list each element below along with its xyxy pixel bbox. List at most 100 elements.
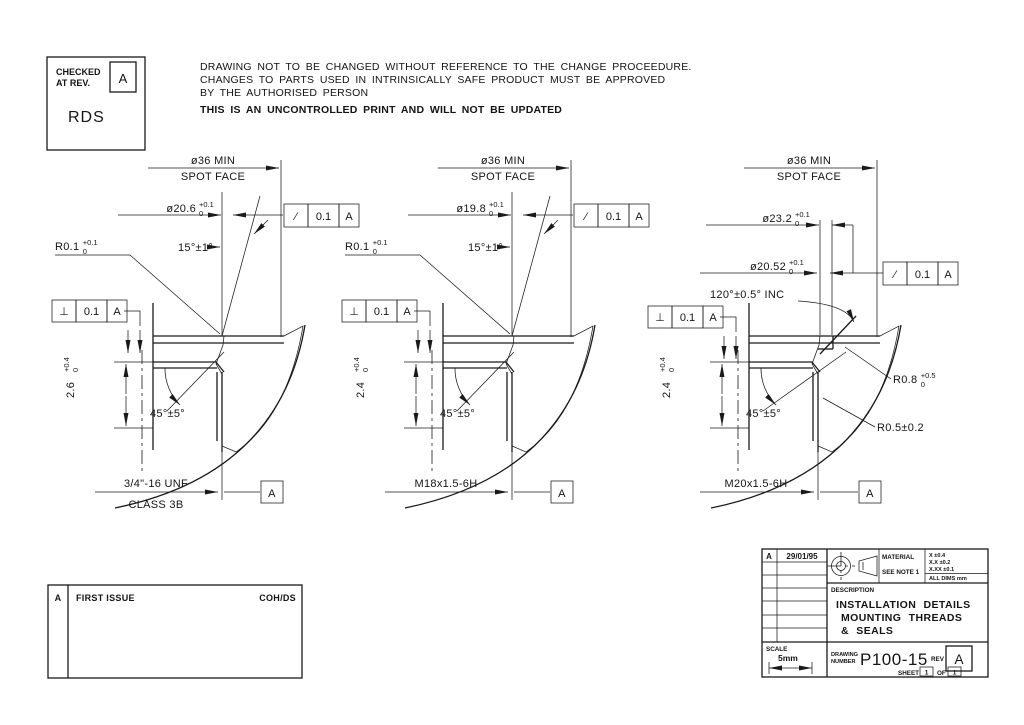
spotface-dia-label: ø36 MIN	[481, 155, 525, 167]
depth-value: 2.4	[661, 382, 673, 398]
hatch-region	[215, 325, 304, 453]
taper-angle-label: 15°±1°	[468, 242, 503, 254]
note-line-1: DRAWING NOT TO BE CHANGED WITHOUT REFERE…	[200, 61, 692, 73]
countersink-line	[819, 315, 857, 355]
datum-a-box-letter: A	[558, 488, 566, 500]
chamfer-leader	[166, 351, 225, 412]
datum-a-box-frame	[260, 480, 284, 504]
tolerance-units: ALL DIMS mm	[929, 576, 967, 582]
first-angle-projection-icon	[827, 552, 878, 580]
material-label: MATERIAL	[882, 554, 914, 561]
description-line-2: MOUNTING THREADS	[841, 612, 962, 624]
fcf-parallelism-text-0: ∕	[292, 211, 299, 223]
fcf-parallelism-text-2: A	[345, 211, 353, 223]
csk-dia-label-tol-minus: 0	[789, 267, 793, 276]
corner-radius-label: R0.1+0.10	[345, 238, 388, 256]
rev-history-letter: A	[766, 552, 772, 561]
spotface-label: SPOT FACE	[181, 171, 245, 183]
counterbore-dia-label-tol-minus: 0	[795, 219, 799, 228]
datum-a-box-frame	[550, 480, 574, 504]
fcf-parallelism-cell	[628, 203, 650, 228]
included-angle-leader	[797, 300, 855, 323]
corner-radius-label: R0.1+0.10	[55, 238, 98, 256]
gland-radius-leader	[844, 346, 892, 380]
chamfer-angle-label: 45°±5°	[440, 408, 475, 420]
fcf-perpendicularity-text-1: 0.1	[374, 306, 389, 318]
tolerance-xxx: X.XX ±0.1	[929, 567, 954, 573]
scale-label: SCALE	[766, 646, 787, 653]
chamfer-angle-label: 45°±5°	[746, 408, 781, 420]
rev-label: REV	[931, 656, 945, 663]
spotface-dia-label: ø36 MIN	[787, 155, 831, 167]
depth-value: 2.4	[355, 382, 367, 398]
fcf-parallelism-text-2: A	[944, 269, 952, 281]
seal-dia-label: ø20.6+0.10	[166, 200, 213, 218]
chamfer-line	[215, 361, 225, 373]
description-label: DESCRIPTION	[831, 587, 874, 594]
depth-tol-minus: 0	[667, 368, 676, 372]
checked-rev-value: A	[119, 71, 128, 86]
fcf-perpendicularity-text-0: ⊥	[349, 306, 359, 318]
scale-bar-icon	[768, 662, 813, 674]
taper-angle-label: 15°±1°	[178, 242, 213, 254]
corner-radius-label-value: R0.1	[345, 241, 369, 253]
datum-a-box: A	[260, 480, 284, 504]
note-line-2: CHANGES TO PARTS USED IN INTRINSICALLY S…	[200, 74, 666, 86]
note-line-3: BY THE AUTHORISED PERSON	[200, 87, 368, 99]
gland-radius-label-tol-plus: +0.5	[921, 371, 936, 380]
datum-a-box: A	[550, 480, 574, 504]
thread-spec-label: M18x1.5-6H	[415, 478, 478, 490]
spotface-label: SPOT FACE	[777, 171, 841, 183]
chamfer-angle-arc	[454, 367, 471, 406]
radius-leader	[419, 254, 511, 335]
revision-initials: COH/DS	[259, 593, 296, 603]
corner-radius-label-tol-plus: +0.1	[83, 238, 98, 247]
chamfer-line	[505, 361, 515, 373]
fcf-parallelism-cell	[937, 261, 959, 286]
counterbore-dia-label: ø23.2+0.10	[762, 210, 809, 228]
datum-a-box: A	[858, 480, 882, 504]
datum-a-box-letter: A	[268, 488, 276, 500]
tolerance-block: X ±0.4 X.X ±0.2 X.XX ±0.1 ALL DIMS mm	[925, 553, 988, 582]
rev-value: A	[954, 652, 963, 667]
fcf-perp-leader	[720, 316, 737, 332]
seal-dia-label-tol-plus: +0.1	[199, 200, 214, 209]
depth-tol-plus: +0.4	[62, 357, 71, 372]
csk-radius-label: R0.5±0.2	[877, 422, 924, 434]
counterbore-dia-label-tol-plus: +0.1	[795, 210, 810, 219]
chamfer-angle-arc	[760, 367, 777, 406]
fcf-parallelism-text-0: ∕	[891, 269, 898, 281]
drawing-number-label-2: NUMBER	[831, 659, 856, 665]
taper-slant-line	[511, 195, 551, 337]
chamfer-angle-arc	[164, 367, 181, 406]
scale-value: 5mm	[778, 653, 798, 663]
fcf-perpendicularity-text-0: ⊥	[655, 312, 665, 324]
seal-dia-label: ø19.8+0.10	[456, 200, 503, 218]
thread-spec-label: M20x1.5-6H	[725, 478, 788, 490]
rev-history-date: 29/01/95	[786, 552, 818, 561]
corner-radius-label-tol-minus: 0	[373, 247, 377, 256]
fcf-perpendicularity-text-1: 0.1	[680, 312, 695, 324]
drawing-number-label-1: DRAWING	[831, 652, 858, 658]
chamfer-angle-label: 45°±5°	[150, 408, 185, 420]
hatch-region	[811, 325, 900, 453]
checked-by-initials: RDS	[68, 109, 105, 126]
taper-pointer-arrow	[253, 219, 269, 235]
chamfer-leader	[762, 351, 847, 412]
counterbore-dia-label-value: ø23.2	[762, 213, 792, 225]
title-block: A 29/01/95 MATERIAL SEE NOTE 1 X ±0.4 X.…	[761, 548, 989, 678]
depth-tol-plus: +0.4	[658, 357, 667, 372]
chamfer-leader	[456, 351, 515, 412]
seal-dia-label-tol-minus: 0	[489, 209, 493, 218]
